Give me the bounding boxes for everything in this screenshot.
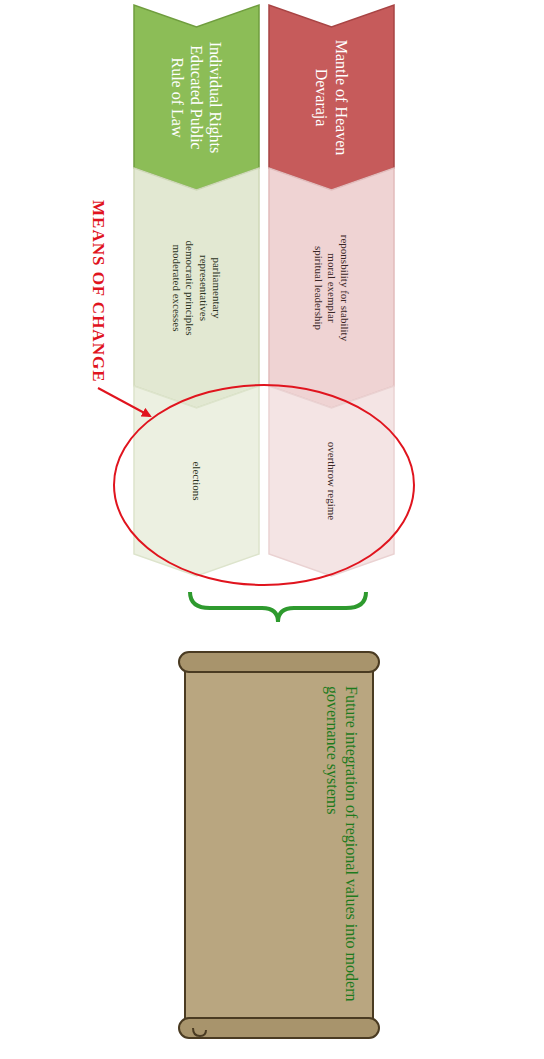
scroll-banner: Future integration of regional values in… — [179, 650, 379, 1040]
step-item: moral exemplar — [325, 253, 338, 322]
chevron-step: overthrow regime — [269, 386, 394, 576]
step-heading: Mantle of Heaven — [332, 40, 351, 156]
step-item: reponsbility for stability — [338, 235, 351, 341]
step-item: spiritual leadership — [312, 246, 325, 330]
leader-arrow — [98, 388, 150, 416]
chevron-shape — [134, 168, 259, 408]
text-area: reponsbility for stabilitymoral exemplar… — [269, 168, 394, 408]
step-heading: Rule of Law — [168, 58, 187, 138]
text-area: overthrow regime — [269, 386, 394, 576]
curly-bracket — [190, 592, 366, 622]
step-heading: Devaraja — [312, 69, 331, 127]
step-item: democratic principles — [183, 241, 196, 336]
chevron-shape — [269, 5, 394, 190]
step-heading: Educated Public — [187, 45, 206, 149]
chevron-step: Individual RightsEducated PublicRule of … — [134, 5, 259, 190]
chevron-step: parliamentaryrepresentativesdemocratic p… — [134, 168, 259, 408]
scroll-text: Future integration of regional values in… — [323, 686, 361, 1004]
step-heading: Individual Rights — [206, 42, 225, 154]
step-item: overthrow regime — [325, 442, 338, 521]
text-area: Mantle of HeavenDevaraja — [269, 5, 394, 190]
text-area: Individual RightsEducated PublicRule of … — [134, 5, 259, 190]
text-area: Future integration of regional values in… — [179, 650, 379, 1040]
chevron-step: reponsbility for stabilitymoral exemplar… — [269, 168, 394, 408]
text-area: parliamentaryrepresentativesdemocratic p… — [134, 168, 259, 408]
step-item: moderated excesses — [170, 244, 183, 331]
step-item: representatives — [197, 255, 210, 321]
step-item: elections — [190, 461, 203, 500]
chevron-step: elections — [134, 386, 259, 576]
step-item: parliamentary — [210, 257, 223, 318]
text-area: elections — [134, 386, 259, 576]
callout-label: MEANS OF CHANGE — [88, 200, 108, 383]
chevron-step: Mantle of HeavenDevaraja — [269, 5, 394, 190]
highlight-ellipse — [114, 385, 414, 585]
